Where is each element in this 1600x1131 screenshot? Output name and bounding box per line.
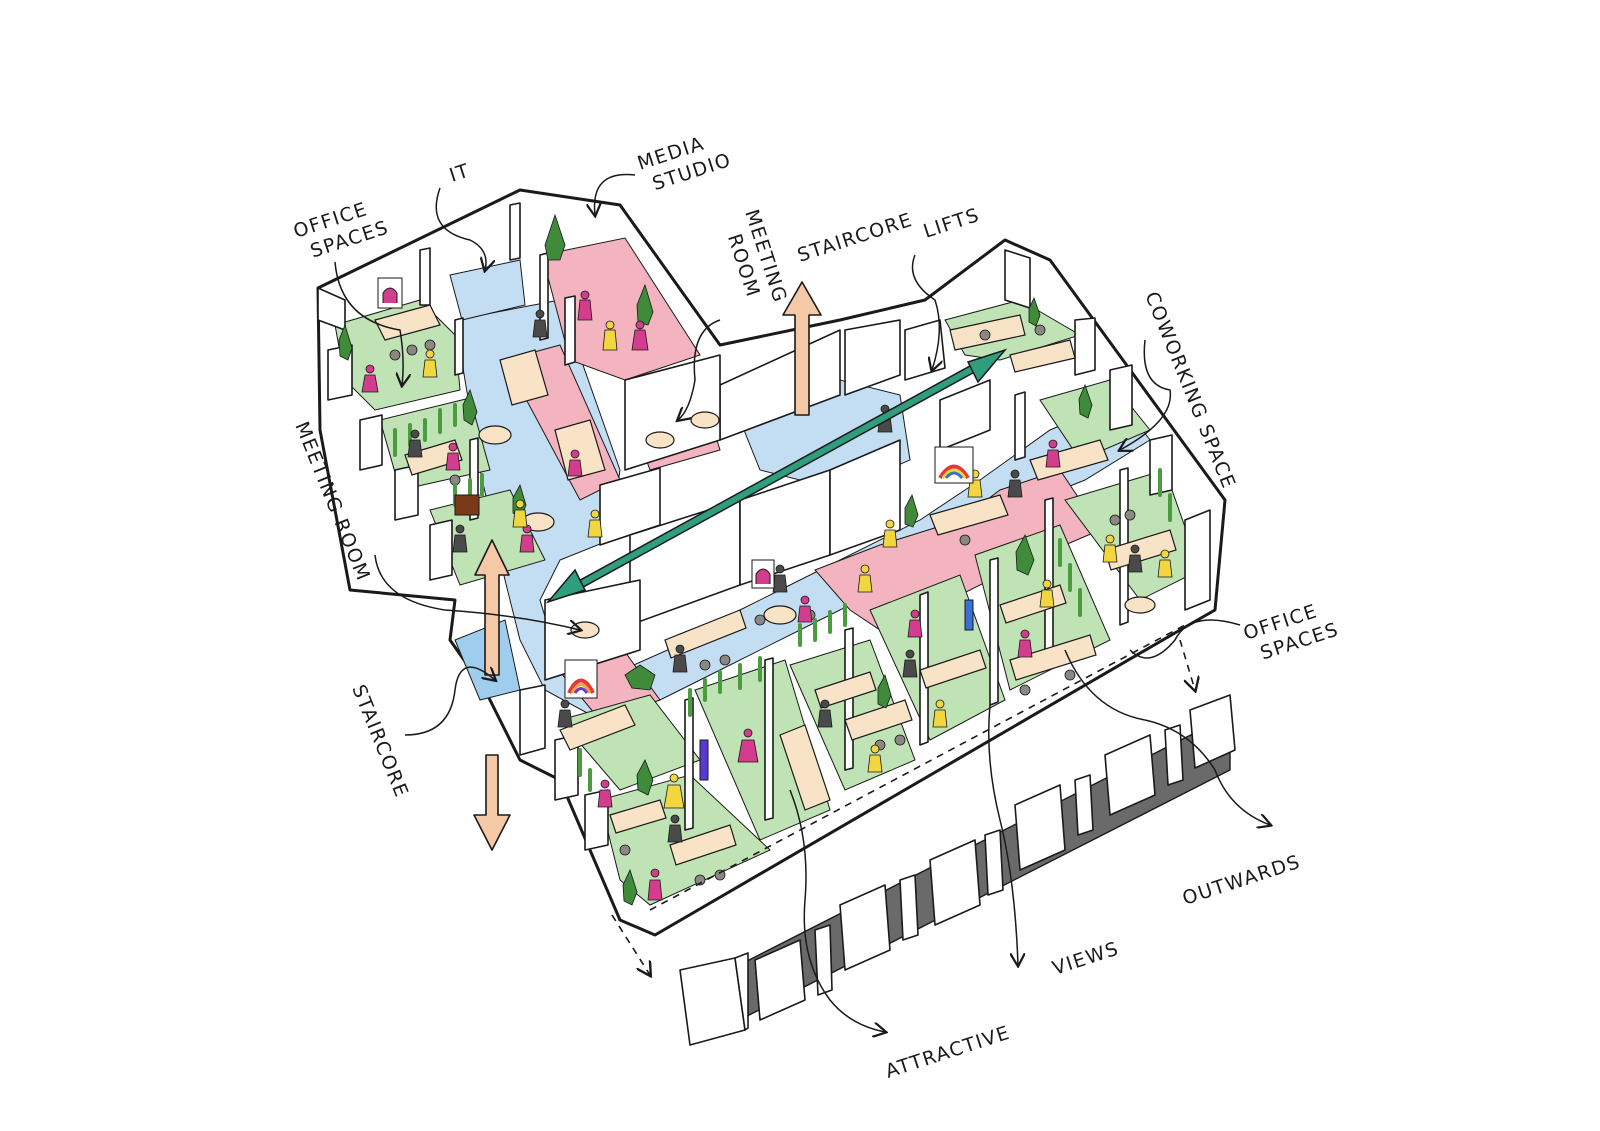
stools xyxy=(389,324,1136,886)
staircore-left-arrow-down xyxy=(473,754,511,851)
label-office-spaces-right: OFFICE SPACES xyxy=(1241,596,1342,668)
facade-elevation-strip xyxy=(679,694,1236,1046)
staircore-left-arrow-up xyxy=(474,539,510,676)
label-staircore-left: STAIRCORE xyxy=(347,682,412,801)
desks xyxy=(374,304,1177,866)
people-figures xyxy=(361,290,1173,901)
central-link-arrow xyxy=(545,348,1008,604)
leader-lines xyxy=(334,173,1270,1033)
label-lifts: LIFTS xyxy=(921,204,983,243)
label-outwards: OUTWARDS xyxy=(1180,851,1304,910)
label-views: VIEWS xyxy=(1050,938,1122,980)
artworks xyxy=(377,277,974,781)
label-it: IT xyxy=(447,160,473,187)
label-office-spaces-top: OFFICE SPACES xyxy=(291,194,392,266)
label-attractive: ATTRACTIVE xyxy=(883,1022,1013,1083)
staircore-arrows xyxy=(473,281,822,851)
label-meeting-room-top: MEETING ROOM xyxy=(717,207,793,321)
label-staircore-top: STAIRCORE xyxy=(795,209,916,267)
staircore-top-arrow xyxy=(782,281,822,416)
label-media-studio: MEDIA STUDIO xyxy=(635,126,735,197)
view-dashed-lines xyxy=(611,624,1195,975)
